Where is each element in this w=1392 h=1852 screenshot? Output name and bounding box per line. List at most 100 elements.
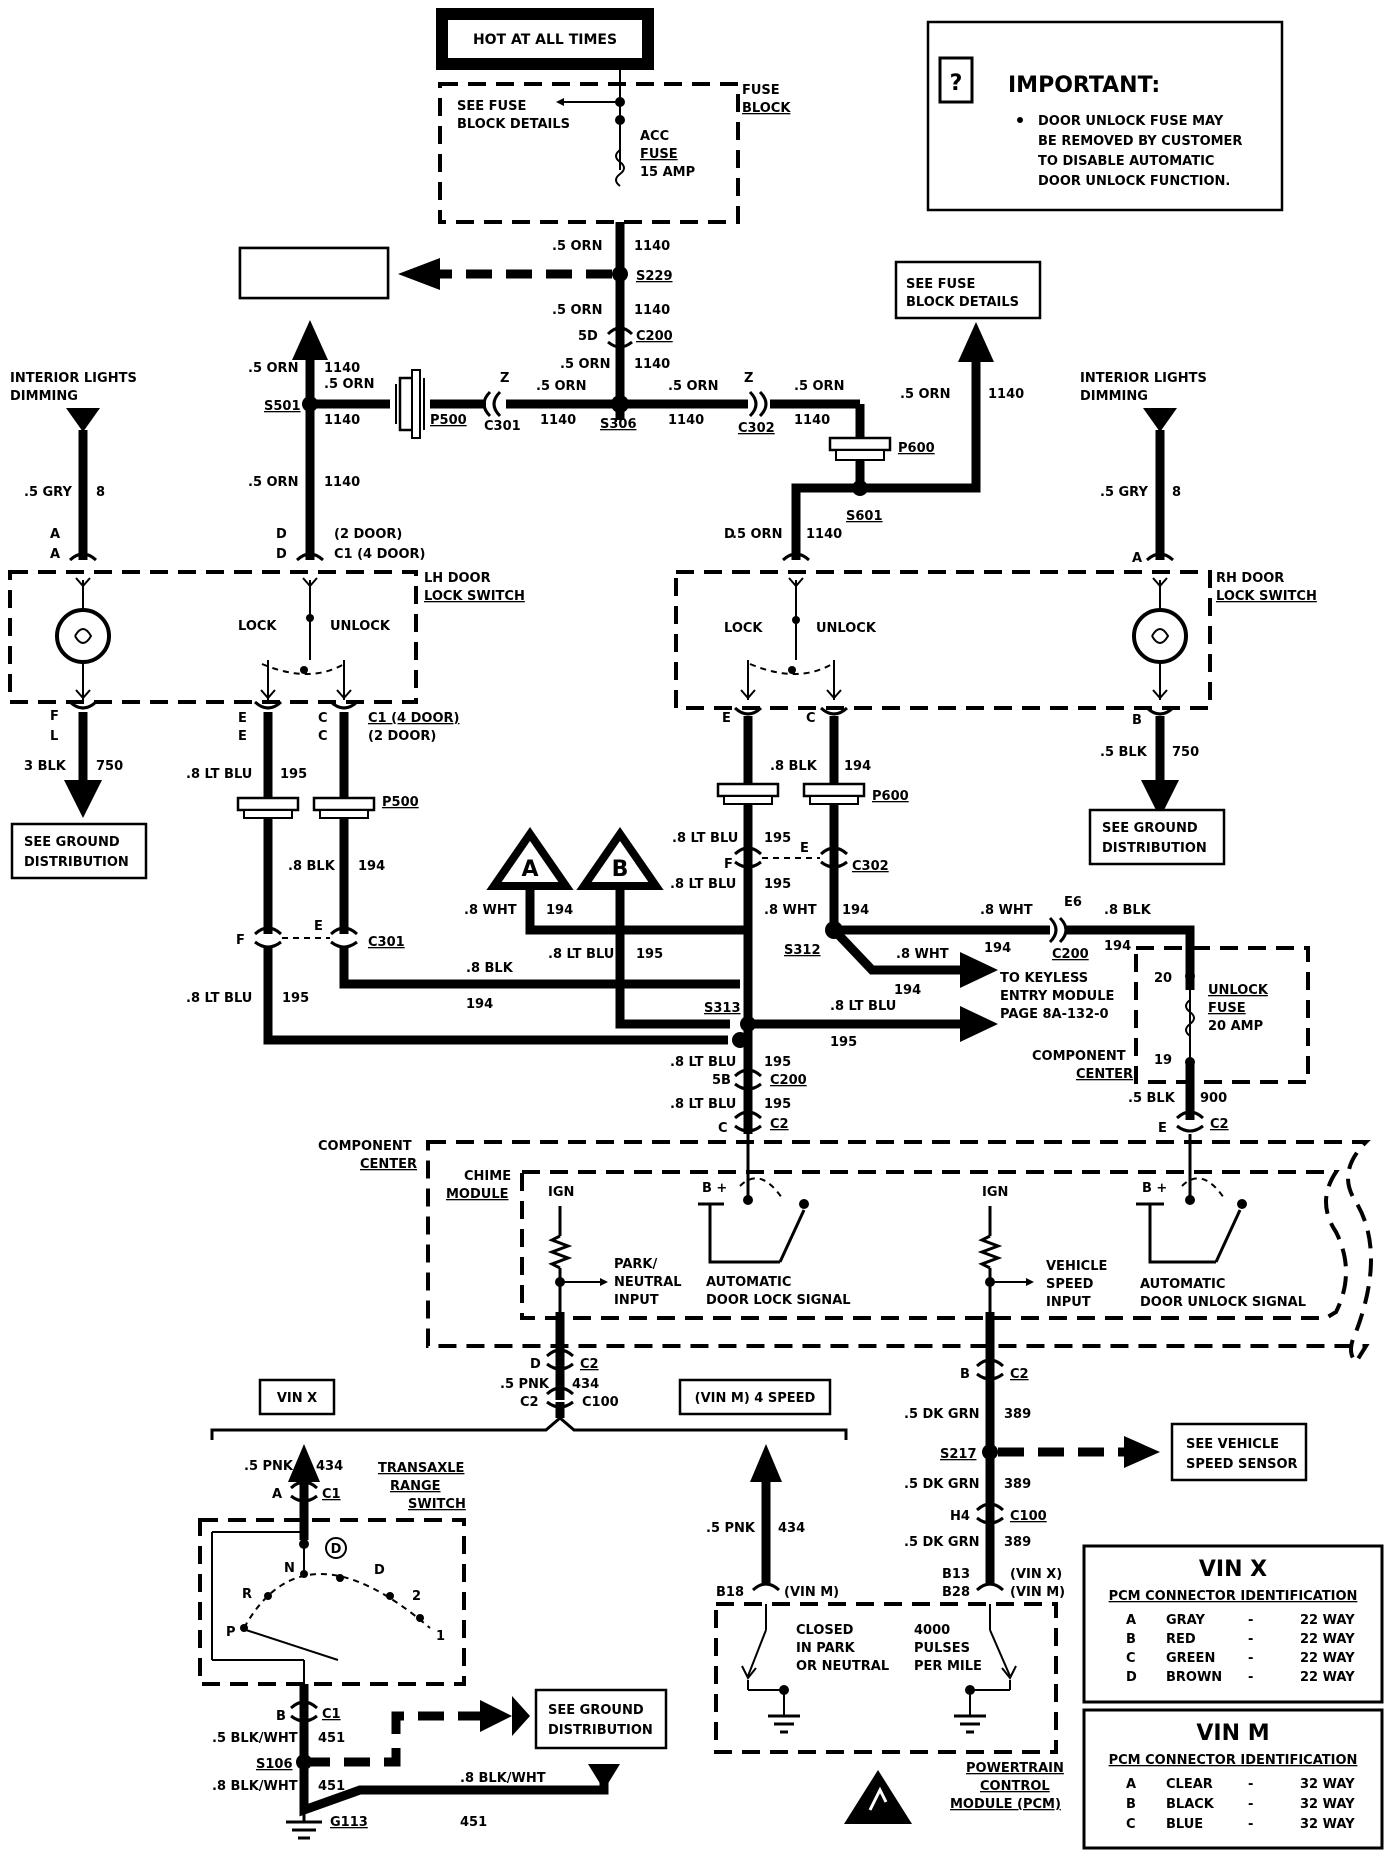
pcm-label: POWERTRAIN	[966, 1761, 1064, 1776]
pin-label: A	[272, 1487, 282, 1502]
circuit-label: 389	[1004, 1477, 1031, 1492]
vin-x-pcm-connector-table: VIN X PCM CONNECTOR IDENTIFICATION A GRA…	[1082, 1544, 1384, 1704]
circuit-label: 451	[318, 1731, 345, 1746]
ign-label-right: IGN	[982, 1185, 1008, 1200]
pin-label: D	[276, 527, 287, 542]
hot-at-all-times-label: HOT AT ALL TIMES	[473, 32, 617, 48]
circuit-label: 1140	[668, 413, 704, 428]
circuit-label: 1140	[324, 475, 360, 490]
connector-c200-top	[606, 326, 634, 336]
table-cell: C	[1126, 1651, 1136, 1666]
gear-r: R	[242, 1587, 252, 1602]
table-dash: -	[1248, 1613, 1253, 1628]
ground-g113	[286, 1810, 322, 1840]
park-neutral-label: PARK/	[614, 1257, 657, 1272]
lh-door-lock-switch-right-side: LOCK UNLOCK	[674, 570, 1212, 710]
note-line: DOOR UNLOCK FUNCTION.	[1038, 174, 1230, 189]
vin-m-paren-label: (VIN M)	[1010, 1585, 1065, 1600]
note-line: BE REMOVED BY CUSTOMER	[1038, 134, 1242, 149]
label: SEE VEHICLE	[1186, 1437, 1279, 1452]
connector-label: C302	[738, 421, 775, 436]
table-dash: -	[1248, 1817, 1253, 1832]
wire-label: .5 DK GRN	[904, 1407, 979, 1422]
wire-label: .8 BLK	[770, 759, 818, 774]
connector-label: C2	[1010, 1367, 1029, 1382]
wire-label: .8 WHT	[764, 903, 817, 918]
circuit-label: 434	[778, 1521, 805, 1536]
table-subtitle: PCM CONNECTOR IDENTIFICATION	[1109, 1589, 1358, 1604]
circuit-label: 8	[1172, 485, 1181, 500]
chime-module-box	[520, 1170, 1348, 1320]
auto-lock-label: AUTOMATIC	[706, 1275, 791, 1290]
lamp-icon	[1132, 608, 1188, 664]
wire-label: .5 ORN	[324, 377, 374, 392]
connector-label: C200	[1052, 947, 1089, 962]
circuit-label: 195	[280, 767, 307, 782]
circuit-label: 195	[764, 831, 791, 846]
vss-input-label: SPEED	[1046, 1277, 1094, 1292]
component-center-right-2: CENTER	[1076, 1067, 1133, 1082]
circuit-label: 451	[318, 1779, 345, 1794]
table-dash: -	[1248, 1777, 1253, 1792]
pin-label: E	[314, 919, 323, 934]
connector-label: P500	[430, 413, 467, 428]
ign-label-left: IGN	[548, 1185, 574, 1200]
pcm-closed-label: IN PARK	[796, 1641, 856, 1656]
lh-switch-label-2: LOCK SWITCH	[424, 589, 525, 604]
connector-label: C100	[582, 1395, 619, 1410]
wire-label: .8 LT BLU	[670, 1097, 736, 1112]
pin-label: B	[1132, 713, 1142, 728]
pcm-label: MODULE (PCM)	[950, 1797, 1061, 1812]
vss-input-label: INPUT	[1046, 1295, 1091, 1310]
wire-label: .5 DK GRN	[904, 1477, 979, 1492]
wire-label: .8 WHT	[464, 903, 517, 918]
splice-label: S601	[846, 509, 883, 524]
keyless-label: TO KEYLESS	[1000, 971, 1088, 986]
table-cell: B	[1126, 1632, 1136, 1647]
pin-label: 20	[1154, 971, 1172, 986]
connector-c301	[492, 390, 502, 418]
pin-label: B28	[942, 1585, 970, 1600]
wire-label: .5 GRY	[24, 485, 72, 500]
circuit-label: 1140	[540, 413, 576, 428]
transaxle-range-switch: D N D 2 1 R P	[198, 1518, 466, 1686]
splice-label: S313	[704, 1001, 741, 1016]
see-ground-distribution-bottom: SEE GROUND DISTRIBUTION	[534, 1688, 668, 1750]
park-neutral-label: NEUTRAL	[614, 1275, 682, 1290]
connector-label: (2 DOOR)	[368, 729, 436, 744]
circuit-label: 1140	[634, 357, 670, 372]
resistor-icon	[977, 1234, 1003, 1270]
table-title: VIN X	[1199, 1557, 1267, 1582]
circuit-label: 194	[546, 903, 573, 918]
splice-label: S217	[940, 1447, 977, 1462]
wire-195-lh-to-s313	[263, 948, 728, 1045]
table-cell: BROWN	[1166, 1670, 1222, 1685]
wire-label: .5 ORN	[552, 239, 602, 254]
label: DISTRIBUTION	[1102, 841, 1207, 856]
circuit-label: 750	[96, 759, 123, 774]
wire-194-to-unlock-fuse	[1066, 925, 1195, 990]
chime-module-label-1: CHIME	[464, 1169, 511, 1184]
trs-label: SWITCH	[408, 1497, 466, 1512]
gear-p: P	[226, 1625, 236, 1640]
table-dash: -	[1248, 1632, 1253, 1647]
trs-label: TRANSAXLE	[378, 1461, 464, 1476]
circuit-label: 194	[358, 859, 385, 874]
pin-label: B13	[942, 1567, 970, 1582]
esd-warning-icon	[844, 1770, 912, 1824]
wire-194-lh-to-s312	[339, 948, 740, 989]
circuit-label: 195	[830, 1035, 857, 1050]
connector-label: C2	[520, 1395, 539, 1410]
splice-label: S501	[264, 399, 301, 414]
pcm-box: CLOSED IN PARK OR NEUTRAL 4000 PULSES PE…	[714, 1602, 1058, 1754]
label: SEE GROUND	[24, 835, 120, 850]
reference-triangle-b: B	[576, 826, 664, 890]
hot-at-all-times-box: HOT AT ALL TIMES	[436, 8, 654, 70]
wire-label: .8 LT BLU	[186, 767, 252, 782]
table-cell: 22 WAY	[1300, 1632, 1355, 1647]
splice-label: S229	[636, 269, 673, 284]
pcm-label: CONTROL	[980, 1779, 1050, 1794]
connector-label: C200	[770, 1073, 807, 1088]
important-note: ? IMPORTANT: DOOR UNLOCK FUSE MAY BE REM…	[926, 20, 1284, 212]
